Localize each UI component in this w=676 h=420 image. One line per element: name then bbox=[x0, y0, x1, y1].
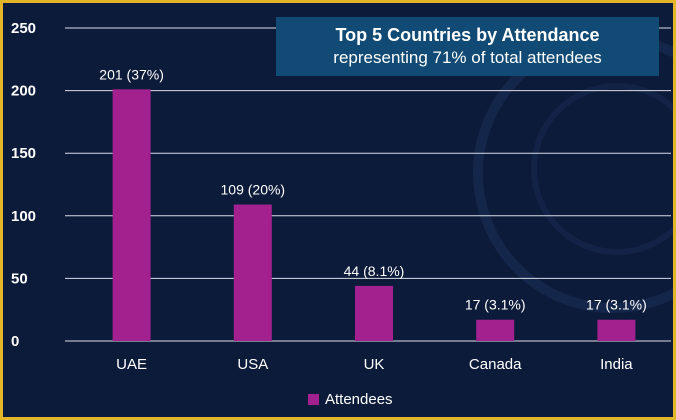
x-tick-label: UK bbox=[364, 356, 385, 373]
x-tick-label: Canada bbox=[469, 356, 522, 373]
legend-swatch bbox=[308, 394, 319, 405]
y-tick-label: 0 bbox=[11, 333, 19, 350]
title-box: Top 5 Countries by Attendance representi… bbox=[276, 17, 659, 76]
bar-chart: 0 50 100 150 200 250 201 (37%) UAE 109 (20%) USA 4… bbox=[11, 20, 671, 373]
y-tick-label: 250 bbox=[11, 20, 36, 37]
data-label: 17 (3.1%) bbox=[586, 297, 647, 313]
x-tick-label: UAE bbox=[116, 356, 147, 373]
bar-uk bbox=[355, 285, 393, 341]
x-tick-label: USA bbox=[237, 356, 268, 373]
data-label: 17 (3.1%) bbox=[465, 297, 526, 313]
bar-usa bbox=[233, 204, 272, 341]
x-tick-label: India bbox=[600, 356, 633, 373]
legend: Attendees bbox=[308, 391, 393, 408]
legend-label: Attendees bbox=[325, 391, 393, 408]
decorative-ring-inner bbox=[531, 83, 673, 255]
chart-title: Top 5 Countries by Attendance bbox=[335, 25, 600, 45]
data-label: 109 (20%) bbox=[221, 182, 286, 198]
y-tick-label: 50 bbox=[11, 270, 28, 287]
y-tick-label: 200 bbox=[11, 83, 36, 100]
data-label: 201 (37%) bbox=[99, 66, 164, 82]
y-tick-label: 100 bbox=[11, 208, 36, 225]
y-tick-label: 150 bbox=[11, 145, 36, 162]
bar-uae bbox=[112, 89, 151, 342]
data-label: 44 (8.1%) bbox=[344, 263, 405, 279]
bar-canada bbox=[476, 319, 515, 341]
bar-india bbox=[597, 319, 636, 341]
chart-subtitle: representing 71% of total attendees bbox=[333, 48, 602, 67]
